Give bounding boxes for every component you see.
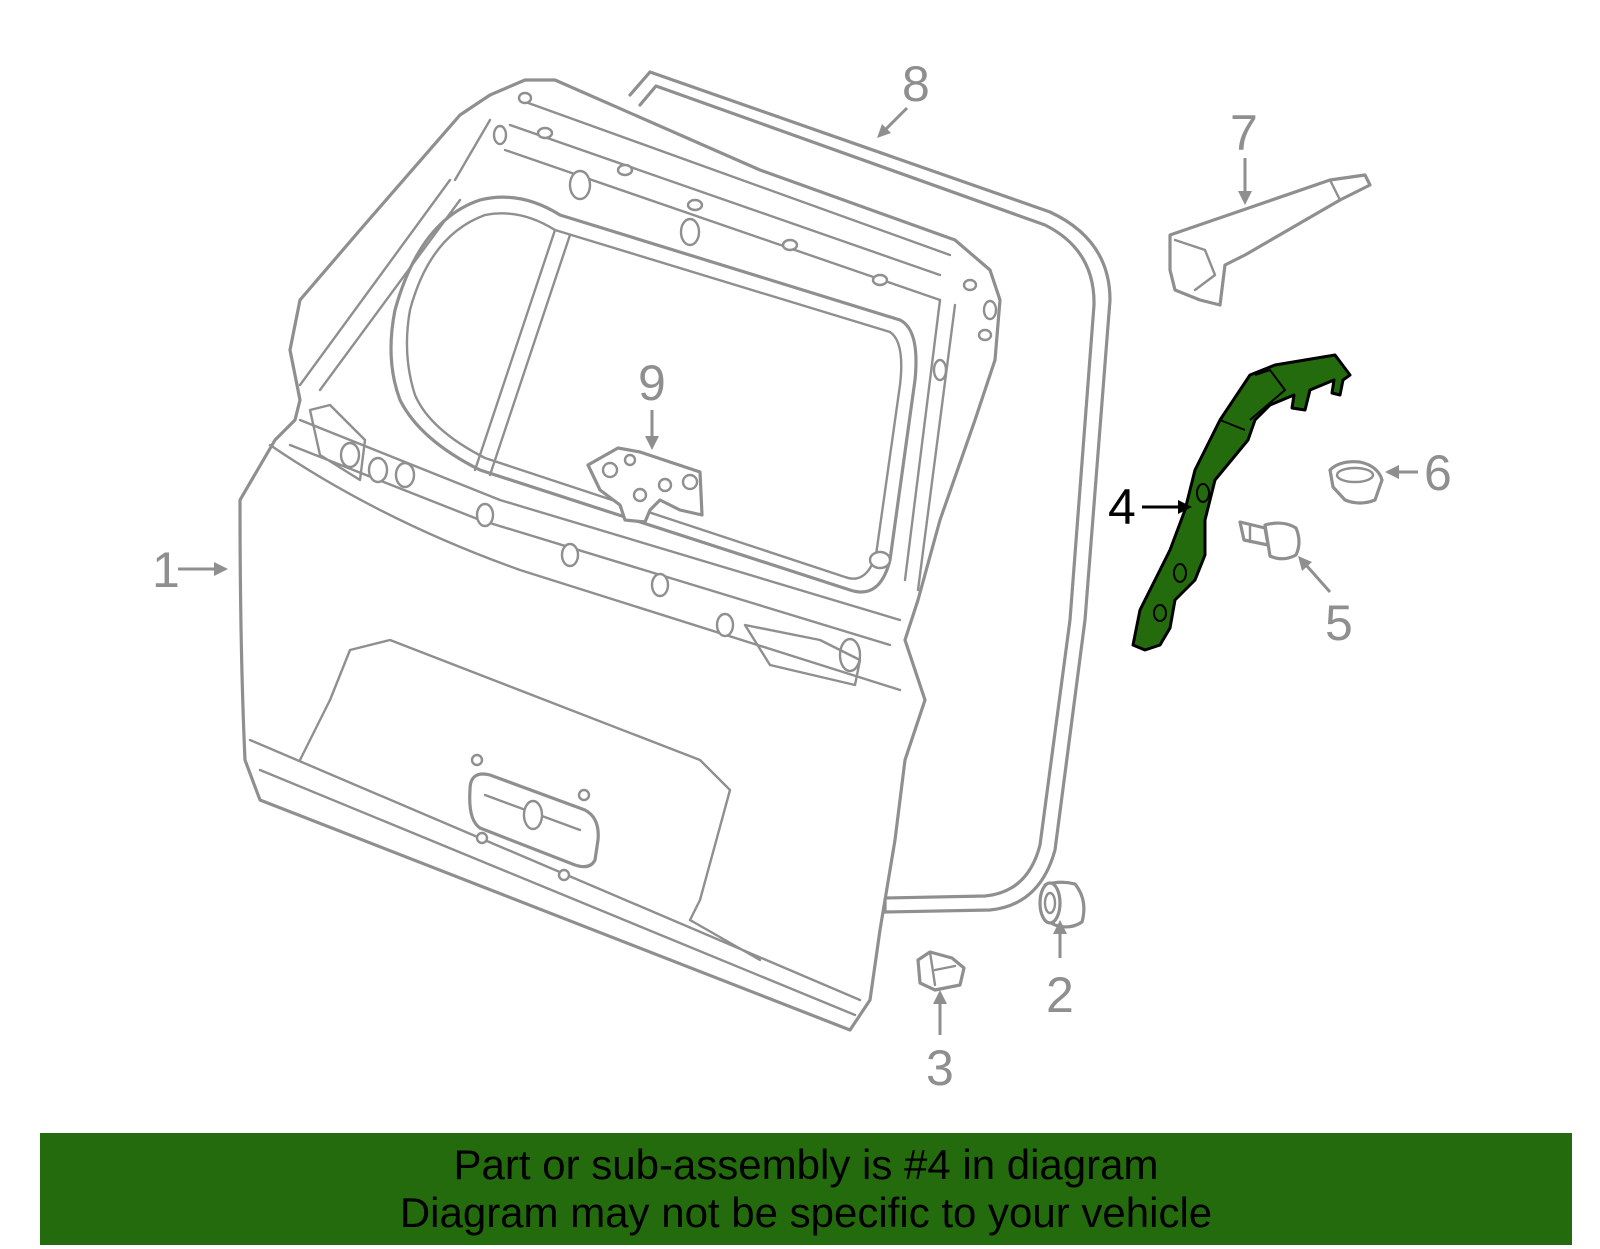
leader-2	[1053, 920, 1067, 958]
callout-9[interactable]: 9	[638, 355, 666, 411]
callout-5[interactable]: 5	[1325, 595, 1353, 651]
part-2-grommet[interactable]	[1038, 880, 1086, 929]
part-6-clip-nut[interactable]	[1328, 460, 1384, 505]
leader-1	[178, 562, 228, 576]
callout-1[interactable]: 1	[152, 542, 180, 598]
banner-line-1: Part or sub-assembly is #4 in diagram	[453, 1141, 1159, 1188]
leader-7	[1238, 158, 1252, 205]
callout-7[interactable]: 7	[1230, 105, 1258, 161]
callout-2[interactable]: 2	[1046, 967, 1074, 1023]
callout-6[interactable]: 6	[1424, 445, 1452, 501]
callout-4[interactable]: 4	[1108, 479, 1136, 535]
leader-6	[1385, 465, 1418, 479]
leader-4	[1142, 500, 1192, 514]
info-banner: Part or sub-assembly is #4 in diagram Di…	[40, 1133, 1572, 1245]
leader-9	[645, 410, 659, 450]
banner-line-2: Diagram may not be specific to your vehi…	[399, 1189, 1213, 1236]
part-9-bracket[interactable]	[586, 446, 704, 524]
part-7-trim[interactable]	[1168, 173, 1372, 307]
callout-8[interactable]: 8	[902, 56, 930, 112]
leader-8	[877, 106, 909, 138]
part-1-liftgate[interactable]	[238, 78, 1002, 1032]
leader-5	[1298, 556, 1332, 593]
part-3-clip[interactable]	[916, 950, 966, 992]
parts-diagram: 1 2 3 4 5 6 7 8 9	[152, 56, 1452, 1096]
part-4-bracket-highlighted[interactable]	[1131, 353, 1352, 652]
callout-3[interactable]: 3	[926, 1040, 954, 1096]
leader-3	[933, 990, 947, 1035]
part-5-bolt[interactable]	[1238, 520, 1301, 561]
